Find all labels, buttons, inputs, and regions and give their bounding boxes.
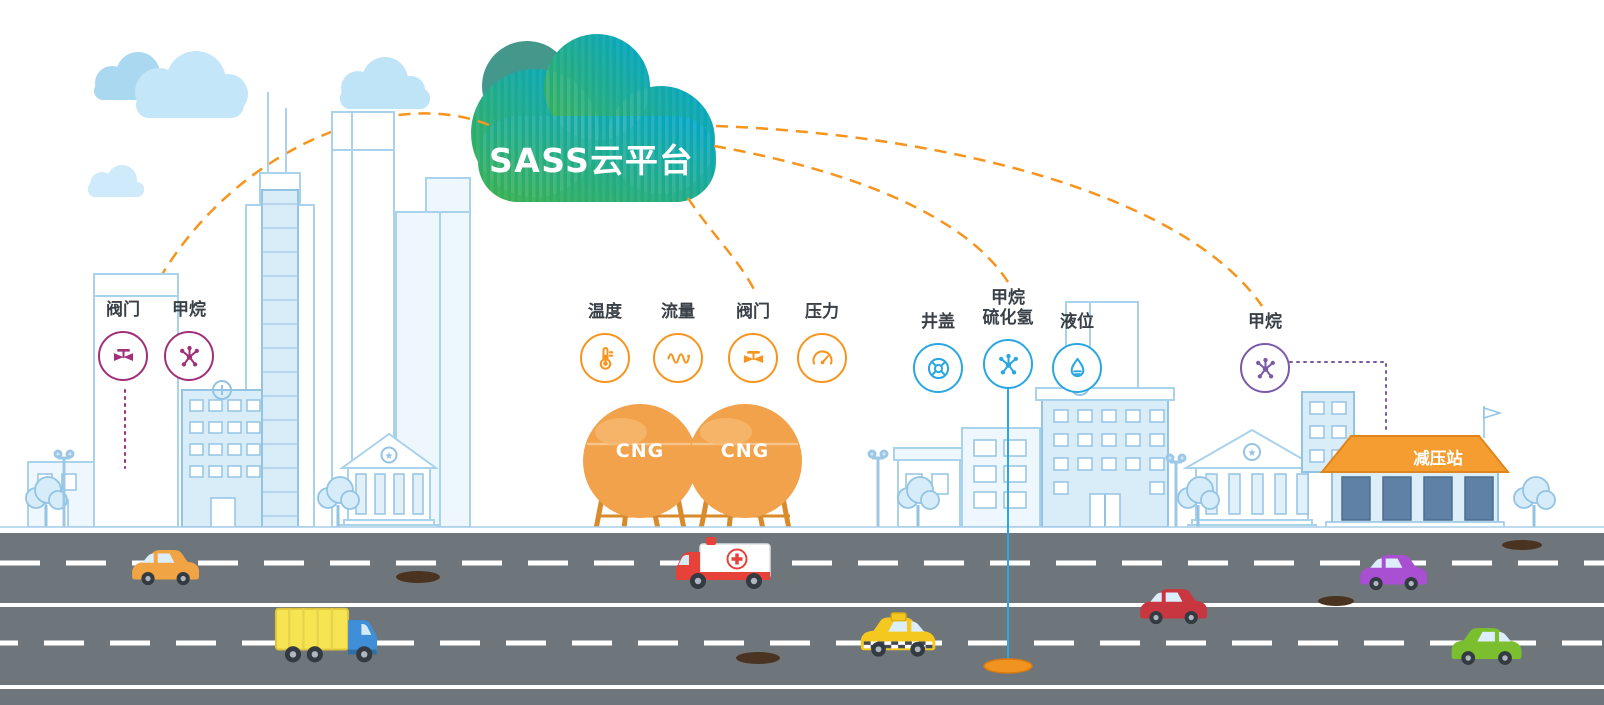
sensor-circle [580,333,630,384]
ambulance [676,537,771,589]
sensor-city-methane: 甲烷 [153,300,225,382]
flow-icon [666,352,690,364]
skyline-left: ★ [27,92,471,530]
cng-tank-left-label: CNG [615,440,665,462]
sensor-label: 阀门 [736,302,770,322]
sensor-cng-pressure: 压力 [786,302,858,384]
sensor-label: 甲烷 [1248,312,1282,332]
station-sensor-line [1289,361,1387,433]
sensor-circle [1052,343,1102,394]
molecule-icon [998,353,1018,375]
thermometer-icon [599,346,613,370]
connector-station [715,124,1264,307]
cloud-platform-title: SASS云平台 [489,141,694,180]
vehicles [132,537,1522,665]
sensor-label: 甲烷 [172,300,206,320]
sensor-label: 井盖 [921,312,955,332]
cng-tanks [583,404,802,530]
sensor-circle [728,333,778,384]
sensor-label-line-2: 硫化氢 [982,308,1034,329]
street-trees-and-lamps [25,449,1556,527]
valve-icon [743,350,763,363]
sensor-circle [164,331,214,382]
sensor-circle [797,333,847,384]
sensor-cng-temperature: 温度 [569,302,641,384]
cng-tank-right-label: CNG [720,440,770,462]
sensor-circle [98,331,148,382]
sensor-cng-valve: 阀门 [717,302,789,384]
pressure-station-label: 减压站 [1413,449,1463,468]
station-roof [1319,435,1511,473]
sensor-pipeline-level: 液位 [1041,312,1113,394]
sensor-label-line-1: 甲烷 [991,288,1025,308]
connector-city [148,112,490,297]
sensor-label: 液位 [1060,312,1094,332]
sensor-cng-flow: 流量 [642,302,714,384]
sensor-label: 压力 [805,302,839,322]
molecule-icon [179,345,199,367]
level-icon [1070,357,1084,377]
sensor-station-methane: 甲烷 [1229,312,1301,394]
truck [274,607,378,663]
pipeline-manhole [983,658,1033,674]
sidewalk [0,527,1604,533]
sensor-circle [653,333,703,384]
sensor-circle [983,339,1033,390]
taxi [860,612,936,657]
sensor-label: 温度 [588,302,622,322]
svg-text:★: ★ [385,451,394,462]
sensor-pipeline-methane-h2s: 甲烷 硫化氢 [972,288,1044,390]
molecule-icon [1255,357,1275,379]
sensor-label: 流量 [661,302,695,322]
svg-text:★: ★ [1248,448,1257,459]
pressure-icon [812,349,832,365]
sensor-pipeline-manhole: 井盖 [902,312,974,394]
sensor-city-valve: 阀门 [87,300,159,382]
lamp-post [53,449,1187,527]
cloud-connectors [148,112,1264,307]
road [0,533,1604,705]
sensor-label: 甲烷 硫化氢 [983,288,1034,328]
sensor-circle [913,343,963,394]
valve-icon [113,348,133,361]
manhole-covers [396,540,1542,664]
sensor-label: 阀门 [106,300,140,320]
connector-pipeline [713,144,1010,283]
cloud-platform [471,34,716,202]
sensor-circle [1240,343,1290,394]
connector-cng [686,197,759,297]
manhole-icon [927,357,949,379]
sky-clouds [88,51,430,197]
